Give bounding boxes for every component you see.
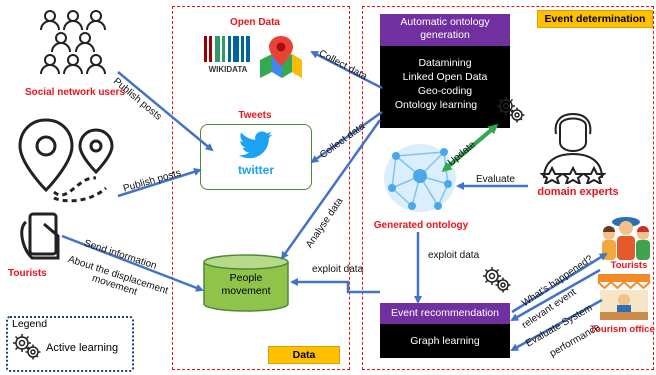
event-region-tag: Event determination — [537, 10, 653, 28]
tourism-office-label: Tourism office — [590, 324, 655, 335]
auto-ontology-item: Linked Open Data — [402, 71, 488, 83]
auto-ontology-body: Datamining Linked Open Data Geo-coding O… — [380, 46, 510, 128]
social-users-label: Social network users — [24, 87, 126, 98]
auto-ontology-item: Geo-coding — [417, 85, 473, 97]
label-exploit-data-1: exploit data — [312, 264, 364, 275]
auto-ontology-item: Datamining — [418, 57, 472, 69]
auto-ontology-header: Automatic ontology generation — [380, 14, 510, 46]
label-publish-posts-1: Publish posts — [110, 76, 164, 123]
event-rec-body: Graph learning — [380, 324, 510, 358]
map-pin-icon — [258, 34, 304, 80]
people-movement-label: People movement — [221, 272, 271, 297]
legend-box: Legend Active learning — [6, 316, 134, 372]
legend-item-label: Active learning — [46, 342, 119, 354]
legend-title: Legend — [12, 318, 48, 330]
open-data-title: Open Data — [229, 17, 280, 28]
domain-expert-icon — [539, 112, 607, 187]
auto-ontology-item: Ontology learning — [394, 99, 478, 111]
data-region-tag: Data — [268, 346, 340, 364]
tourist-location-icon — [18, 118, 128, 266]
active-learning-gear-icon — [496, 96, 526, 124]
active-learning-gear-icon — [482, 266, 512, 294]
tourism-office-icon — [596, 272, 652, 322]
label-evaluate: Evaluate — [476, 174, 515, 185]
legend-gear-icon — [12, 333, 42, 361]
social-users-icon — [38, 8, 108, 75]
people-movement-cylinder: People movement — [202, 254, 290, 314]
tourists-group-icon — [600, 212, 652, 262]
twitter-bird-icon — [239, 131, 273, 159]
generated-ontology-label: Generated ontology — [373, 220, 469, 231]
wikidata-logo: WIKIDATA — [200, 32, 256, 80]
tweets-box: twitter — [200, 124, 312, 190]
tourists-right-label: Tourists — [610, 260, 648, 271]
wikidata-label: WIKIDATA — [208, 65, 248, 74]
domain-experts-label: domain experts — [537, 186, 619, 198]
event-rec-header: Event recommendation — [380, 303, 510, 324]
twitter-label: twitter — [238, 163, 274, 177]
ontology-network-graphic — [382, 138, 460, 218]
label-exploit-data-2: exploit data — [428, 250, 480, 261]
tweets-title: Tweets — [238, 110, 272, 121]
tourists-left-label: Tourists — [8, 268, 47, 279]
